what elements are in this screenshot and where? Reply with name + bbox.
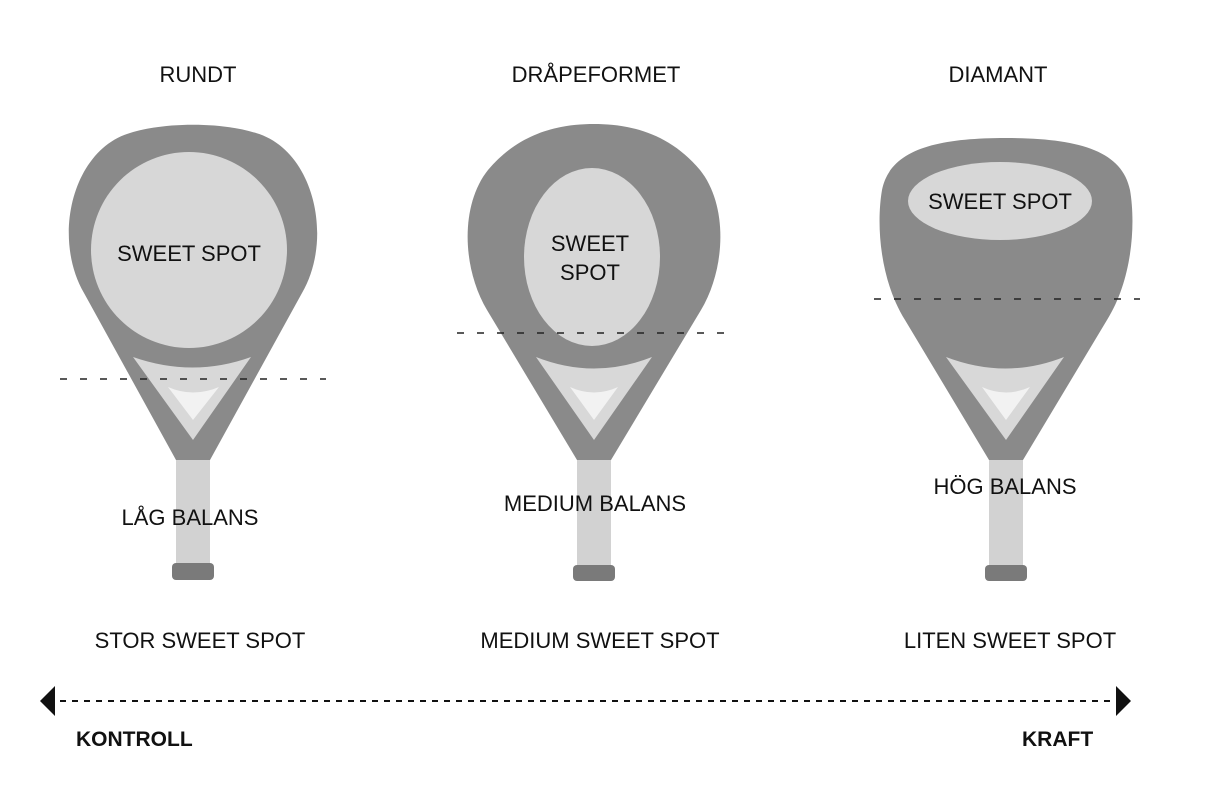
sweet-spot-area	[91, 152, 287, 348]
sweet-spot-area	[524, 168, 660, 346]
sweet-spot-label-line: SPOT	[560, 260, 620, 285]
axis-label-power: KRAFT	[1022, 728, 1094, 751]
handle	[577, 455, 611, 575]
throat-inner	[570, 387, 618, 420]
balance-label: MEDIUM BALANS	[503, 491, 687, 516]
throat-inner	[982, 387, 1030, 420]
axis-label-control: KONTROLL	[76, 728, 193, 751]
sweet-spot-size-label: LITEN SWEET SPOT	[903, 628, 1117, 653]
shape-title: RUNDT	[159, 62, 237, 87]
sweet-spot-label: SWEET SPOT	[540, 229, 640, 287]
handle-cap	[573, 565, 615, 581]
shape-title: DRÅPEFORMET	[511, 62, 681, 87]
sweet-spot-label: SWEET SPOT	[900, 187, 1100, 216]
shape-title: DIAMANT	[948, 62, 1048, 87]
sweet-spot-size-label: MEDIUM SWEET SPOT	[480, 628, 720, 653]
sweet-spot-size-label: STOR SWEET SPOT	[94, 628, 306, 653]
arrow-right-icon	[1116, 686, 1131, 716]
sweet-spot-label: SWEET SPOT	[89, 239, 289, 268]
balance-label: LÅG BALANS	[121, 505, 259, 530]
handle-cap	[985, 565, 1027, 581]
sweet-spot-label-line: SWEET	[550, 231, 630, 256]
sweet-spot-label-line: SWEET SPOT	[117, 241, 261, 266]
throat-inner	[168, 387, 219, 420]
handle	[989, 455, 1023, 575]
racket-teardrop	[457, 124, 725, 581]
control-power-axis	[40, 686, 1131, 716]
handle	[176, 455, 210, 575]
handle-cap	[172, 563, 214, 580]
arrow-left-icon	[40, 686, 55, 716]
racket-diamond	[874, 138, 1140, 581]
sweet-spot-label-line: SWEET SPOT	[928, 189, 1072, 214]
racket-round	[60, 124, 326, 580]
sweet-spot-area	[908, 162, 1092, 240]
balance-label: HÖG BALANS	[933, 474, 1077, 499]
